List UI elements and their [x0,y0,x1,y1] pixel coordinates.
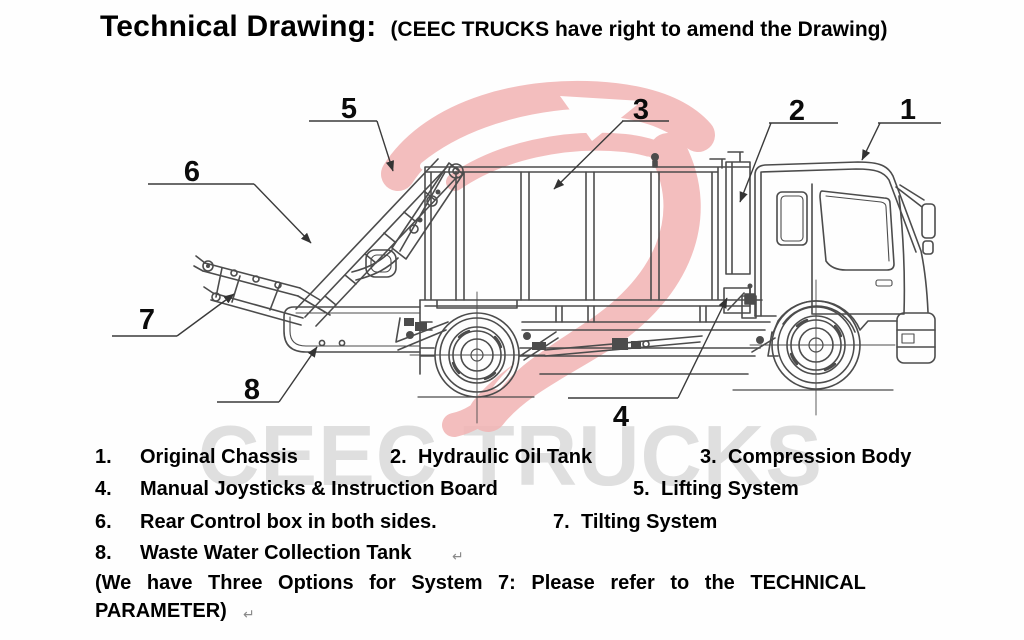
bin-lifter-forks [193,255,331,326]
legend-item-label: Waste Water Collection Tank [140,542,412,564]
legend-item-label: Rear Control box in both sides. [140,511,437,533]
legend-item-number: 3. [700,446,717,468]
legend-item-number: 1. [95,446,112,468]
legend-item-label: Hydraulic Oil Tank [418,446,593,468]
callout-7: 7 [139,304,155,336]
callout-8: 8 [244,374,260,406]
page-title: Technical Drawing: (CEEC TRUCKS have rig… [100,10,887,44]
rear-wheel [409,291,546,424]
callout-numbers: 1 2 3 4 5 6 7 8 [139,93,916,433]
title-main: Technical Drawing: [100,10,377,43]
legend-item-number: 4. [95,478,112,500]
callout-6: 6 [184,156,200,188]
legend-item-label: Compression Body [728,446,912,468]
chassis-frame [395,299,779,375]
watermark-text: CEEC TRUCKS [198,409,823,504]
hydraulic-oil-tank [725,151,751,275]
callout-5: 5 [341,93,357,125]
legend-item-number: 8. [95,542,112,564]
front-wheel [749,279,896,416]
cab [741,161,936,364]
ground-lines [417,389,894,398]
legend-item-label: Tilting System [581,511,718,533]
watermark-logo [381,80,715,437]
legend-item-number: 2. [390,446,407,468]
callout-2: 2 [789,95,805,127]
tilting-system [295,158,464,327]
legend-item-number: 6. [95,511,112,533]
legend-item-label: Original Chassis [140,446,298,468]
title-note: (CEEC TRUCKS have right to amend the Dra… [390,18,888,41]
legend-item-number: 5. [633,478,650,500]
callout-3: 3 [633,94,649,126]
compression-body [419,153,763,309]
legend-item-label: Manual Joysticks & Instruction Board [140,478,498,500]
legend-note-line1: (We have Three Options for System 7: Ple… [95,572,866,594]
waste-water-tank [283,306,421,353]
return-mark: ↵ [452,548,464,564]
callout-leaders [112,120,941,403]
legend-item-label: Lifting System [661,478,799,500]
legend-item-number: 7. [553,511,570,533]
return-mark: ↵ [243,606,255,622]
callout-4: 4 [613,401,629,433]
callout-1: 1 [900,94,916,126]
legend-note-line2: PARAMETER) [95,600,227,622]
